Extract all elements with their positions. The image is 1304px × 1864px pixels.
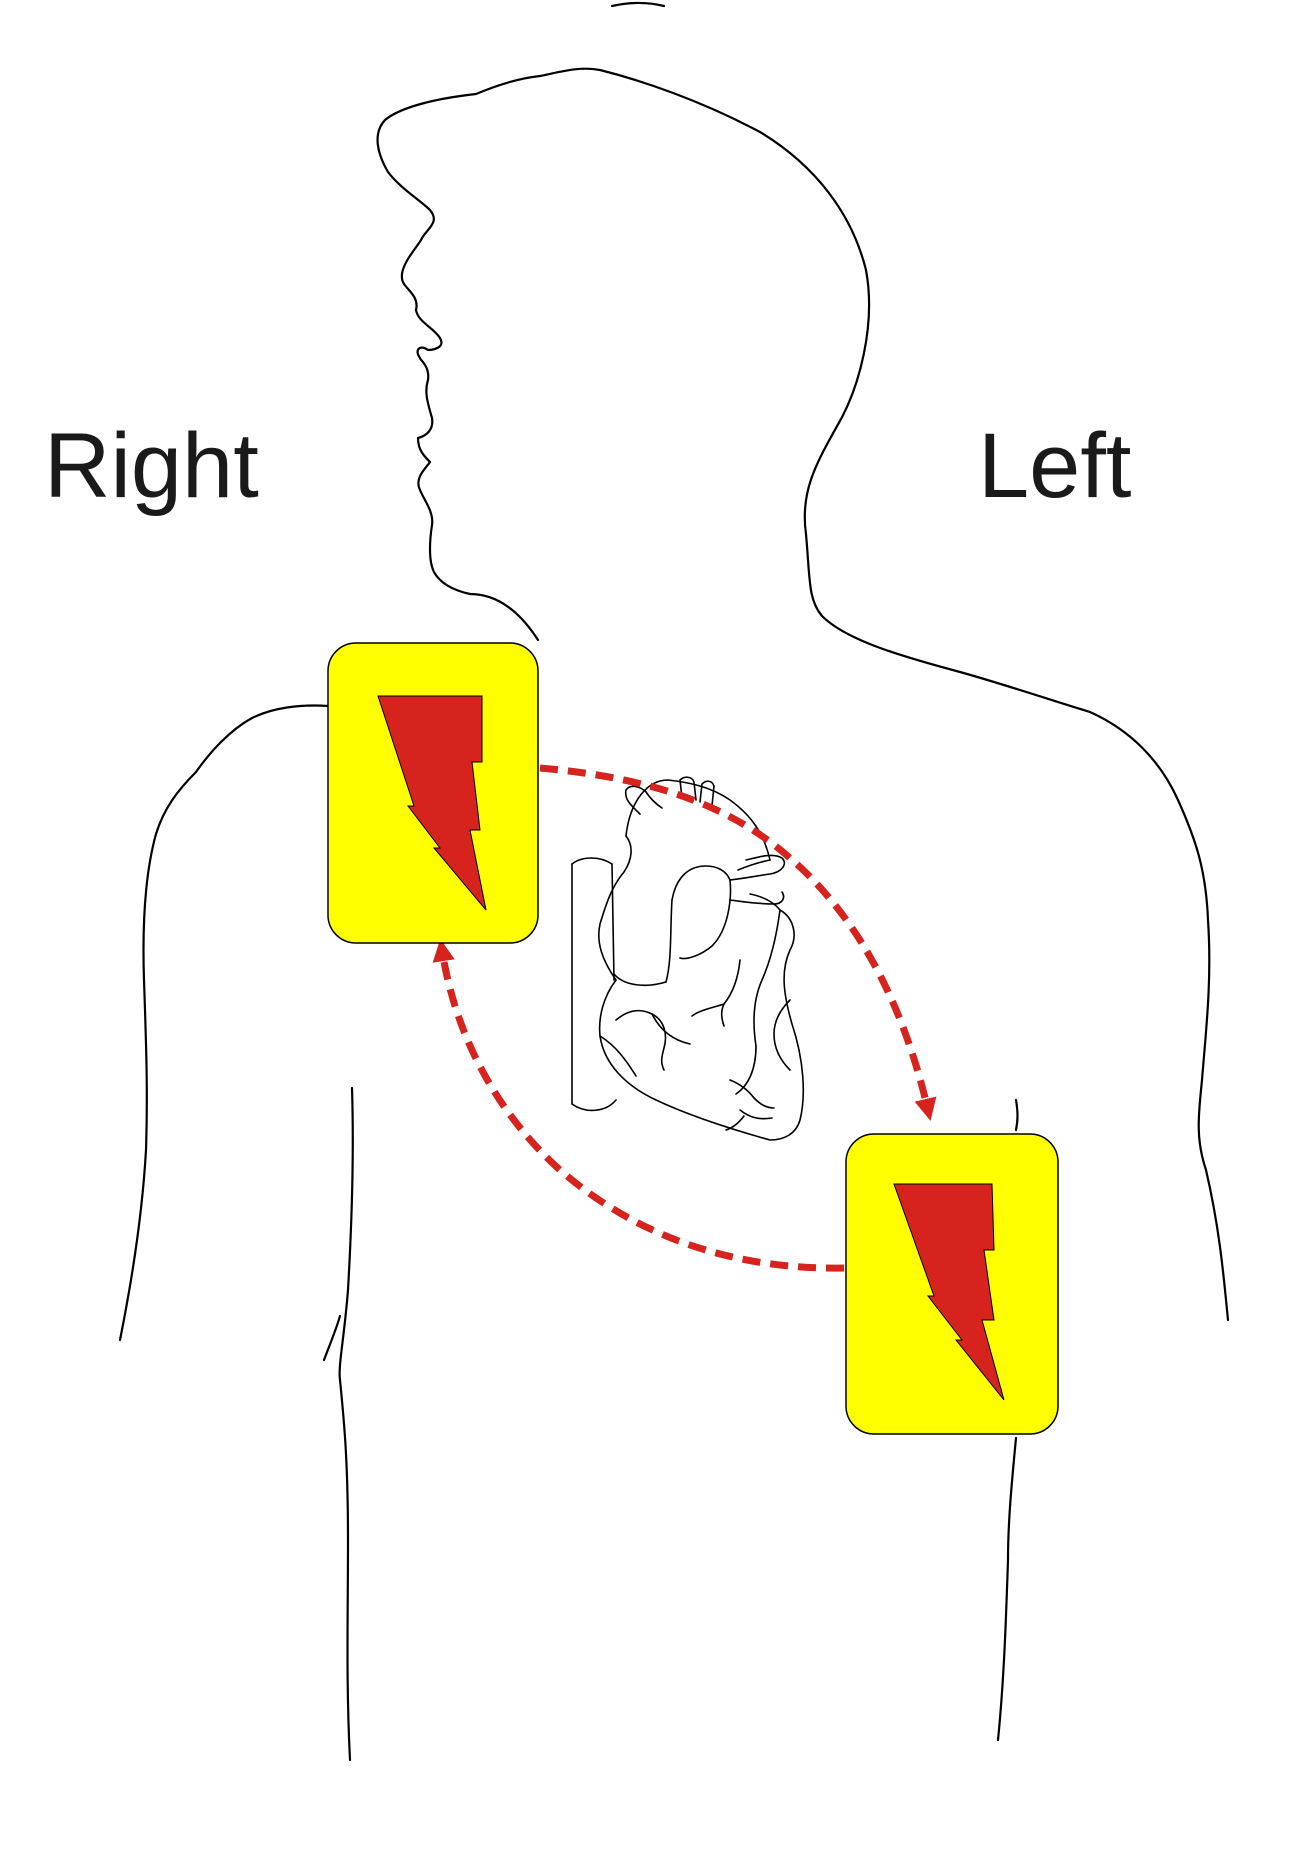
left-shoulder-outline [1088, 710, 1230, 1322]
torso-left-lower [996, 1436, 1018, 1742]
torso-right-side [338, 1086, 354, 1762]
lightning-bolt-icon [377, 695, 487, 911]
arrow-upper-to-lower [539, 764, 937, 1121]
defibrillator-pad-upper [327, 642, 539, 944]
arrow-lower-to-upper [432, 938, 845, 1272]
shock-path-arrows [432, 764, 937, 1272]
heart-icon [571, 776, 805, 1141]
lightning-bolt-icon [893, 1183, 1005, 1401]
torso-left-side [1014, 1098, 1019, 1132]
right-shoulder-outline [118, 704, 330, 1342]
armpit-right [322, 1314, 342, 1362]
head-top-fragment [610, 1, 666, 8]
head-outline [376, 67, 1092, 714]
defibrillator-pad-lower [845, 1133, 1059, 1435]
side-label-left: Left [978, 415, 1132, 517]
body-silhouette [118, 1, 1230, 1762]
side-label-right: Right [44, 415, 259, 517]
